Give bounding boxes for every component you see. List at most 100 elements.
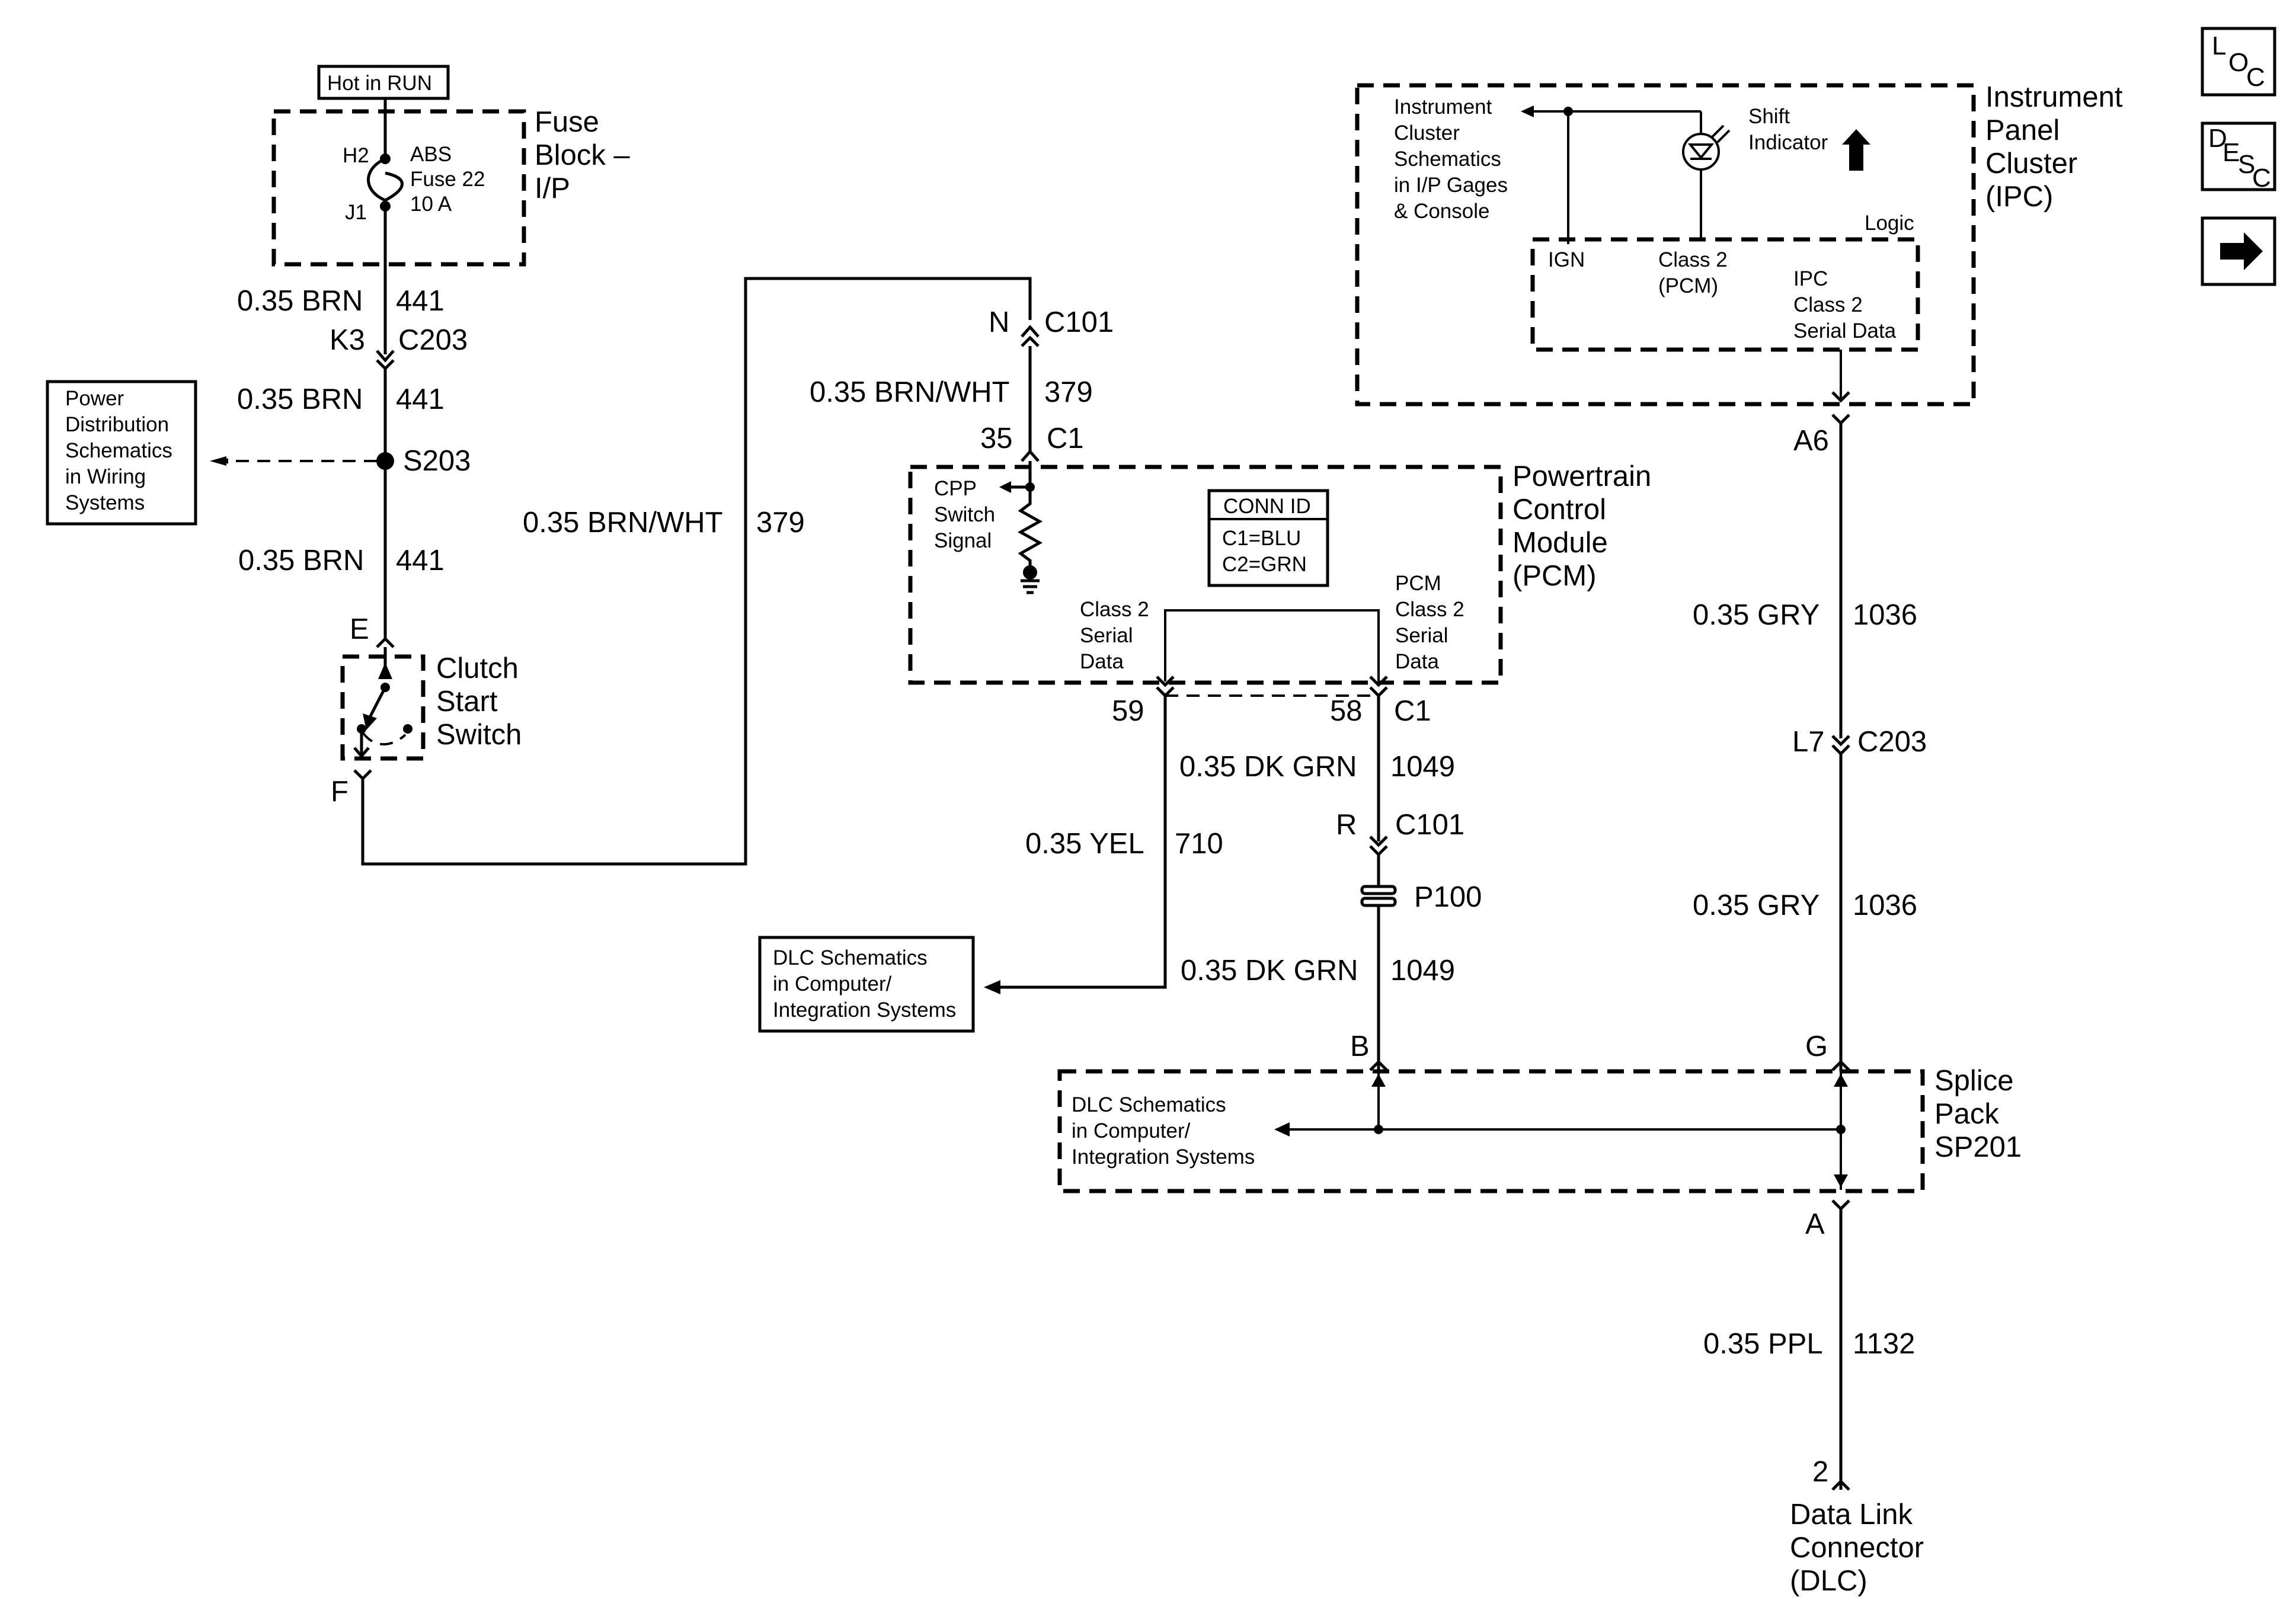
svg-text:G: G [1805, 1030, 1828, 1062]
ipc-outline [1355, 83, 1976, 406]
wire-label-379-pcm: 0.35 BRN/WHT 379 [810, 376, 1093, 408]
svg-text:C2=GRN: C2=GRN [1222, 553, 1307, 576]
svg-text:0.35 BRN/WHT: 0.35 BRN/WHT [523, 507, 723, 539]
loc-button[interactable]: L O C [2201, 27, 2276, 97]
ipc-class2-serial-label: IPC Class 2 Serial Data [1793, 267, 1897, 343]
shift-indicator-led-icon [1682, 124, 1731, 171]
svg-text:C101: C101 [1044, 306, 1114, 338]
svg-text:1036: 1036 [1853, 889, 1917, 921]
svg-text:Data: Data [1395, 650, 1439, 673]
svg-text:I/P: I/P [535, 172, 570, 204]
connector-pin-e: E [350, 613, 395, 648]
svg-text:Module: Module [1512, 527, 1608, 559]
svg-text:0.35 PPL: 0.35 PPL [1703, 1328, 1823, 1360]
next-page-button[interactable] [2201, 216, 2276, 286]
abs-fuse: H2 J1 ABS Fuse 22 10 A [343, 113, 485, 264]
svg-text:Signal: Signal [934, 529, 992, 552]
svg-text:35: 35 [980, 422, 1013, 454]
splice-pack-ref[interactable]: DLC Schematics in Computer/ Integration … [1072, 1093, 1255, 1169]
svg-text:D: D [2208, 124, 2227, 153]
pcm-outline [908, 465, 1503, 685]
svg-text:in Computer/: in Computer/ [1072, 1119, 1191, 1142]
svg-text:IPC: IPC [1793, 267, 1828, 290]
ipc-class2-pcm-label: Class 2 (PCM) [1658, 248, 1728, 297]
svg-text:PCM: PCM [1395, 572, 1441, 595]
svg-text:Connector: Connector [1790, 1532, 1924, 1564]
svg-text:Class 2: Class 2 [1658, 248, 1728, 271]
svg-text:R: R [1336, 809, 1357, 841]
svg-text:E: E [350, 613, 369, 645]
svg-text:Block –: Block – [535, 139, 630, 171]
svg-text:CPP: CPP [934, 477, 977, 500]
svg-text:441: 441 [396, 545, 445, 577]
svg-text:10 A: 10 A [410, 193, 452, 216]
connector-c1-35: 35 C1 [980, 422, 1084, 462]
svg-text:(IPC): (IPC) [1985, 181, 2053, 213]
svg-text:441: 441 [396, 285, 445, 317]
wire-label-1132: 0.35 PPL 1132 [1703, 1328, 1915, 1360]
wire-label-441-b: 0.35 BRN 441 [237, 383, 445, 415]
svg-text:0.35 GRY: 0.35 GRY [1693, 889, 1819, 921]
svg-text:CONN ID: CONN ID [1223, 495, 1311, 518]
ipc-cluster-ref[interactable]: Instrument Cluster Schematics in I/P Gag… [1394, 95, 1508, 223]
connector-pin-a: A [1805, 1199, 1850, 1240]
svg-text:Systems: Systems [65, 491, 145, 514]
splice-pack-outline [1057, 1069, 1925, 1193]
svg-text:Switch: Switch [934, 503, 995, 526]
svg-text:Distribution: Distribution [65, 413, 169, 436]
svg-text:Instrument: Instrument [1394, 95, 1492, 119]
hot-in-run-label: Hot in RUN [317, 65, 450, 100]
svg-text:Data Link: Data Link [1790, 1499, 1913, 1531]
splice-pack-internal [1274, 1071, 1848, 1190]
svg-text:A6: A6 [1793, 425, 1829, 457]
svg-text:B: B [1350, 1030, 1370, 1062]
wire-label-441-c: 0.35 BRN 441 [238, 545, 445, 577]
svg-text:C203: C203 [1857, 726, 1927, 758]
connector-pin-58-c1: 58 C1 [1330, 676, 1431, 727]
svg-text:Hot in RUN: Hot in RUN [327, 72, 432, 95]
cpp-switch-signal: CPP Switch Signal [934, 461, 1043, 594]
svg-text:Switch: Switch [436, 719, 522, 751]
svg-text:E: E [2223, 138, 2240, 167]
svg-text:Cluster: Cluster [1985, 148, 2077, 180]
connector-pin-f: F [331, 769, 372, 808]
svg-text:Shift: Shift [1748, 105, 1790, 128]
svg-text:in Wiring: in Wiring [65, 465, 146, 488]
pcm-class2-serial-data: Class 2 Serial Data PCM Class 2 Serial D… [1080, 572, 1464, 681]
data-link-connector-label: Data Link Connector (DLC) [1790, 1499, 1924, 1597]
connector-c101-r: R C101 [1336, 809, 1464, 857]
clutch-switch-label: Clutch Start Switch [436, 652, 522, 751]
svg-text:59: 59 [1112, 695, 1144, 727]
svg-text:L7: L7 [1792, 726, 1825, 758]
svg-text:441: 441 [396, 383, 445, 415]
wire-label-379-long: 0.35 BRN/WHT 379 [523, 507, 805, 539]
ipc-logic-label: Logic [1865, 212, 1914, 235]
svg-text:C101: C101 [1395, 809, 1464, 841]
clutch-switch-outline [340, 654, 426, 761]
shift-up-arrow-icon [1842, 129, 1870, 171]
arrow-right-icon [2220, 232, 2263, 270]
svg-text:1049: 1049 [1390, 751, 1455, 783]
wire-label-1049-b: 0.35 DK GRN 1049 [1181, 955, 1455, 987]
svg-text:ABS: ABS [410, 143, 452, 166]
svg-text:0.35 GRY: 0.35 GRY [1693, 599, 1819, 631]
desc-button[interactable]: D E S C [2201, 121, 2276, 193]
svg-text:Serial: Serial [1395, 624, 1448, 647]
svg-text:Class 2: Class 2 [1395, 598, 1464, 621]
svg-text:C203: C203 [398, 324, 468, 356]
power-distribution-ref[interactable]: Power Distribution Schematics in Wiring … [46, 380, 197, 526]
svg-text:Pack: Pack [1934, 1098, 1999, 1130]
svg-text:1036: 1036 [1853, 599, 1917, 631]
svg-text:O: O [2228, 48, 2249, 77]
connector-c203-l7: L7 C203 [1792, 726, 1927, 758]
svg-text:0.35 BRN/WHT: 0.35 BRN/WHT [810, 376, 1010, 408]
dlc-ref-left[interactable]: DLC Schematics in Computer/ Integration … [758, 936, 975, 1033]
svg-text:C: C [2246, 63, 2265, 92]
ipc-logic-outline [1530, 237, 1920, 352]
pcm-label: Powertrain Control Module (PCM) [1512, 460, 1651, 592]
svg-text:SP201: SP201 [1934, 1131, 2022, 1163]
svg-text:S: S [2238, 150, 2255, 179]
svg-text:Class 2: Class 2 [1793, 293, 1863, 316]
clutch-switch-symbol [353, 659, 412, 758]
wire-label-1036-b: 0.35 GRY 1036 [1693, 889, 1917, 921]
